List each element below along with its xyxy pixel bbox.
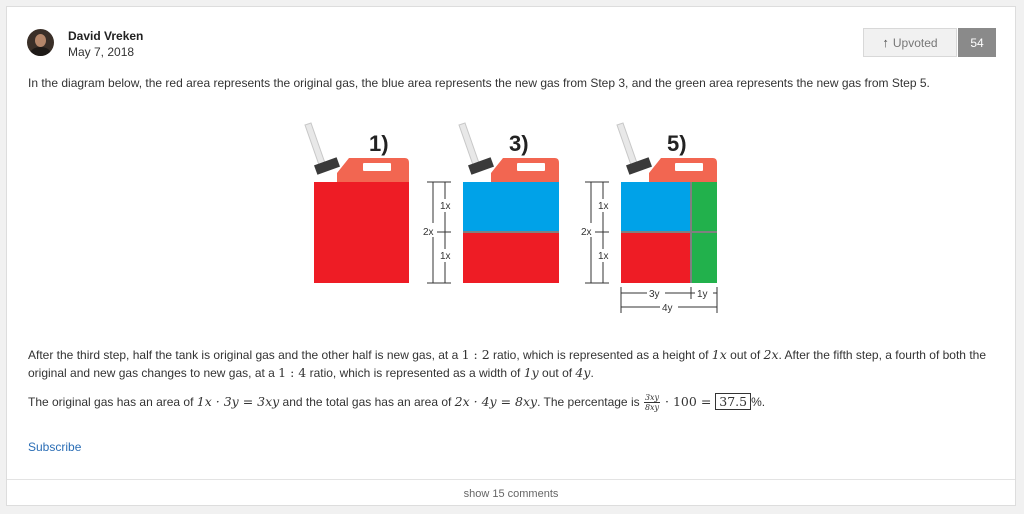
- up-arrow-icon: ↑: [882, 35, 889, 50]
- gas-can-diagram: 1) 3) 2x 1x: [304, 122, 718, 314]
- gas-can-step-1: 1): [304, 122, 409, 283]
- post-date: May 7, 2018: [68, 45, 135, 59]
- svg-text:1x: 1x: [440, 251, 451, 262]
- step-label-1: 1): [369, 131, 389, 156]
- nozzle-base: [314, 157, 340, 175]
- red-area: [621, 232, 691, 283]
- svg-text:1x: 1x: [598, 201, 609, 212]
- nozzle: [304, 122, 326, 166]
- boxed-answer: 37.5: [715, 393, 752, 410]
- red-area: [314, 182, 409, 283]
- author-name[interactable]: David Vreken: [68, 29, 144, 43]
- blue-area: [621, 182, 691, 232]
- subscribe-link[interactable]: Subscribe: [28, 440, 82, 454]
- show-comments-link[interactable]: show 15 comments: [7, 479, 1015, 507]
- gas-can-step-3: 3) 2x 1x 1x: [423, 122, 559, 284]
- paragraph-calculation: The original gas has an area of 1x · 3y …: [28, 393, 766, 413]
- step-label-3: 3): [509, 131, 529, 156]
- svg-text:1y: 1y: [697, 289, 708, 300]
- svg-text:2x: 2x: [423, 227, 434, 238]
- gas-can-step-5: 5) 2x 1x 1x: [581, 122, 718, 314]
- step-label-5: 5): [667, 131, 687, 156]
- upvote-label: Upvoted: [892, 35, 938, 50]
- paragraph-intro: In the diagram below, the red area repre…: [28, 76, 930, 90]
- solution-card: David Vreken May 7, 2018 ↑ Upvoted 54 In…: [6, 6, 1016, 506]
- red-area: [463, 232, 559, 283]
- svg-text:1x: 1x: [440, 201, 451, 212]
- svg-text:2x: 2x: [581, 227, 592, 238]
- avatar[interactable]: [27, 29, 54, 56]
- svg-text:3y: 3y: [649, 289, 660, 300]
- upvote-count: 54: [958, 28, 996, 57]
- svg-text:1x: 1x: [598, 251, 609, 262]
- svg-text:4y: 4y: [662, 303, 673, 314]
- upvote-button[interactable]: ↑ Upvoted: [863, 28, 957, 57]
- blue-area: [463, 182, 559, 232]
- paragraph-explanation: After the third step, half the tank is o…: [28, 347, 986, 380]
